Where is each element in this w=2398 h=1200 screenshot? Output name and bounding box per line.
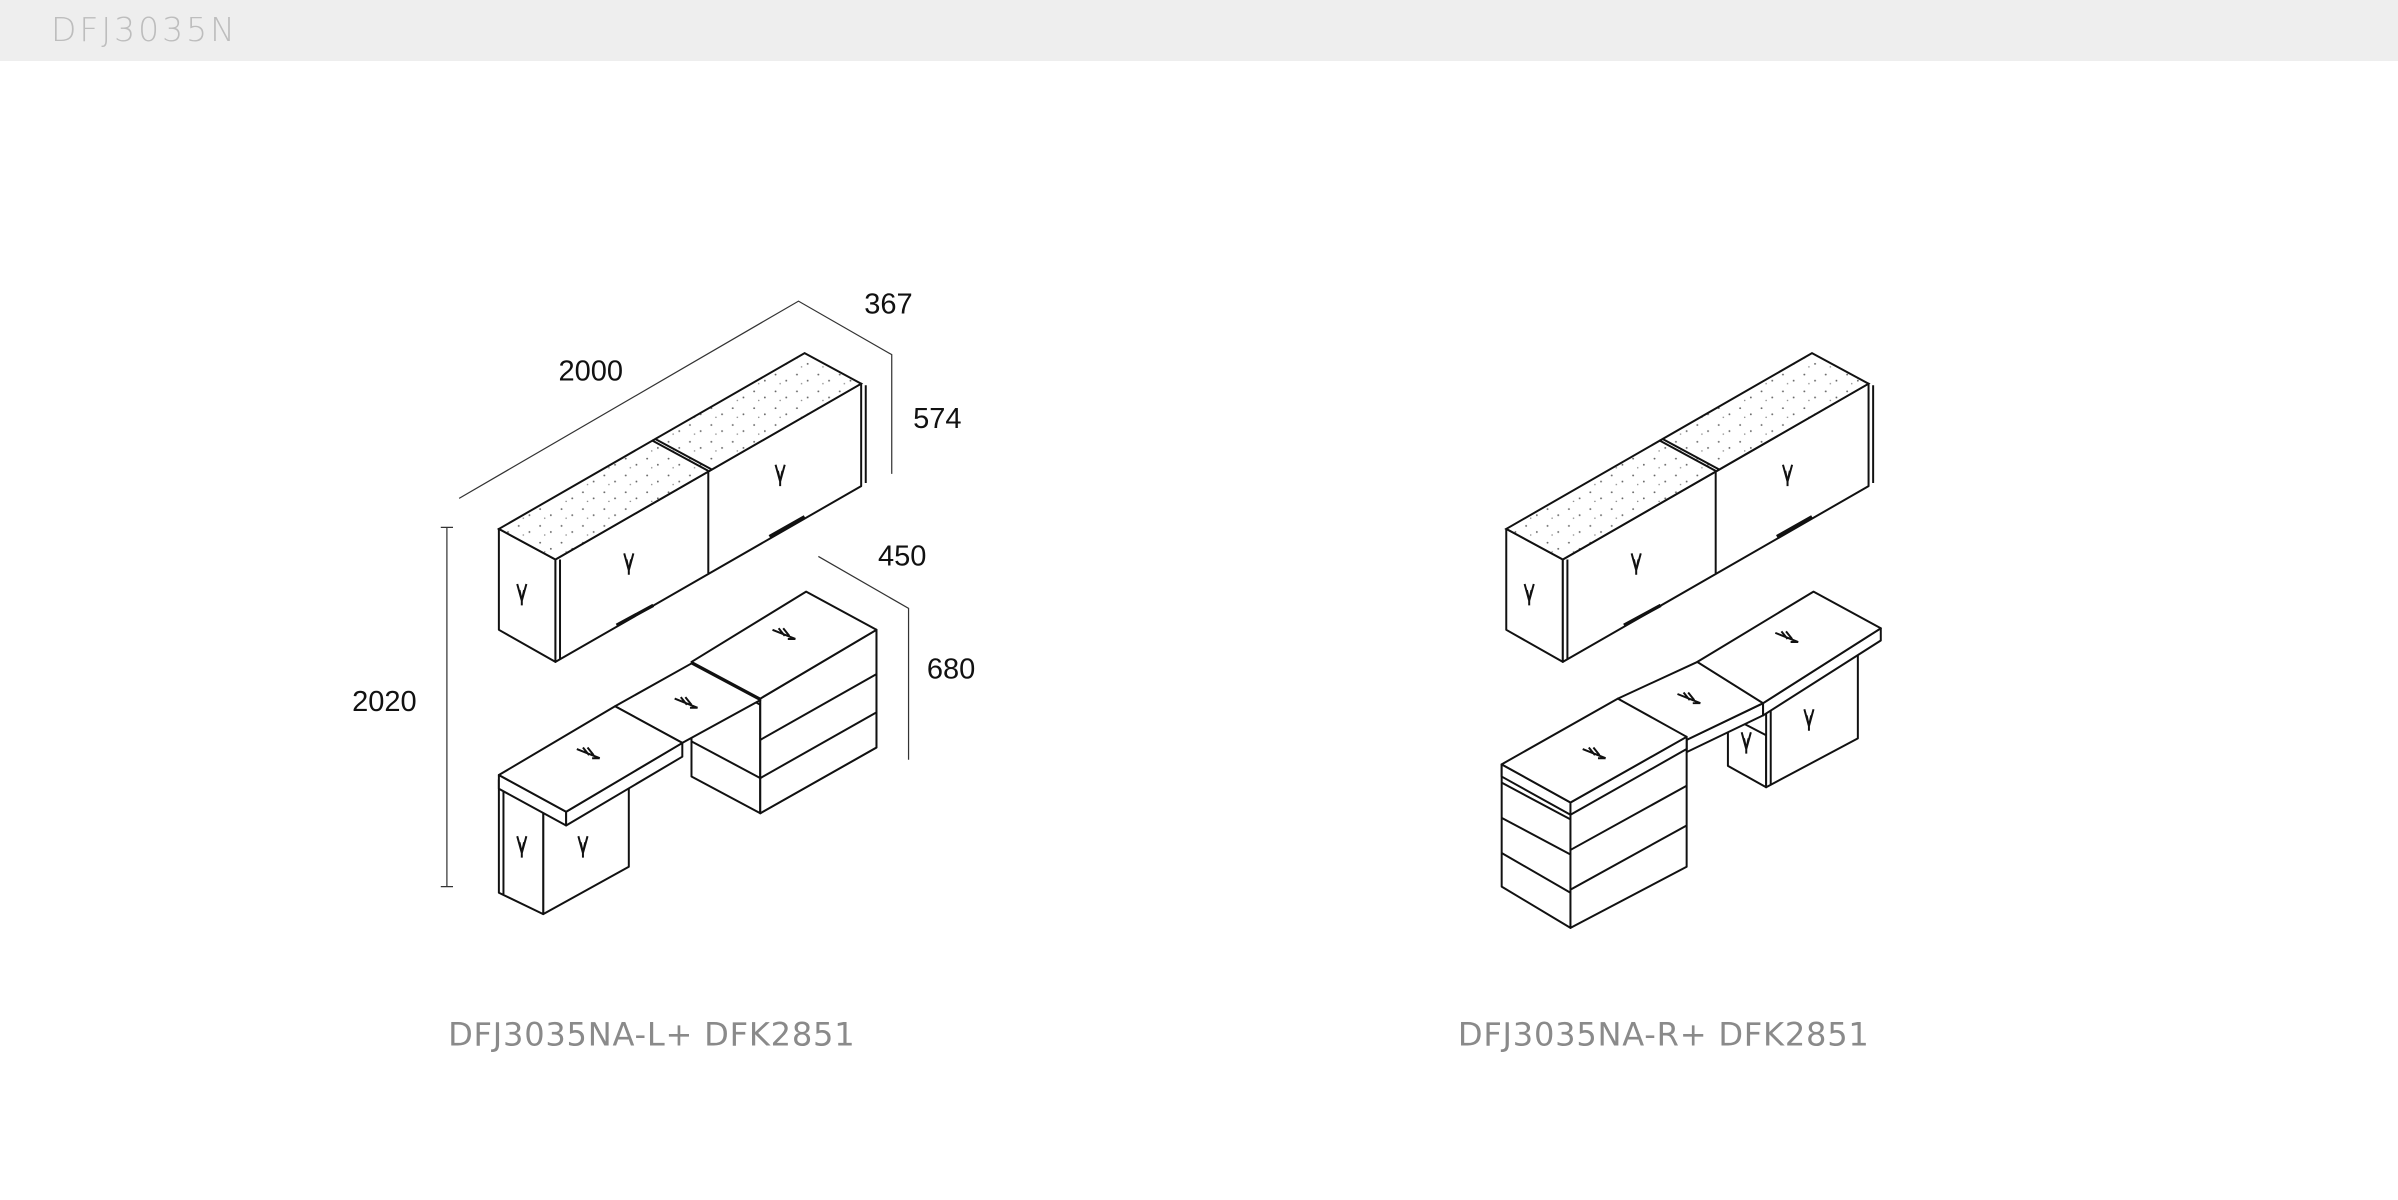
dim-depth-desk: 450 <box>878 541 926 573</box>
assembly-right: DFJ3035NA-R+ DFK2851 <box>1458 353 1882 1054</box>
drawer-unit-right <box>1500 697 1688 929</box>
variant-label-left: DFJ3035NA-L+ DFK2851 <box>448 1016 855 1054</box>
variant-label-right: DFJ3035NA-R+ DFK2851 <box>1458 1016 1870 1054</box>
dim-depth-upper: 367 <box>864 288 912 320</box>
header-bar: DFJ3035N <box>0 0 2398 61</box>
dim-height-upper: 574 <box>913 403 961 435</box>
drawer-unit-left <box>690 590 878 815</box>
dim-total-height: 2020 <box>352 686 417 718</box>
product-code-title: DFJ3035N <box>51 10 238 49</box>
dim-width: 2000 <box>558 356 623 388</box>
desktop-left <box>497 705 684 813</box>
dimension-line-top <box>458 300 893 499</box>
dimension-line-height <box>440 526 454 888</box>
pedestal-right <box>1726 648 1859 789</box>
assembly-left: 2000 367 574 2020 450 680 DFJ3035NA-L+ D… <box>352 288 975 1053</box>
desktop-right <box>1696 590 1882 705</box>
dim-height-desk: 680 <box>927 654 975 686</box>
dimension-line-desk <box>818 555 910 760</box>
